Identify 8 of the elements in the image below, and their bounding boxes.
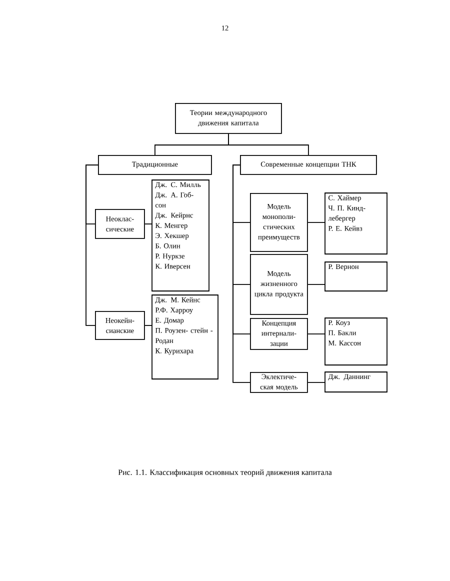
- connector-line: [307, 284, 326, 285]
- connector-line: [232, 164, 250, 383]
- connector-line: [144, 325, 152, 326]
- connector-line: [228, 133, 309, 156]
- caption: Рис. 1.1. Классификация основных теорий движения капитала: [118, 469, 332, 477]
- connector-line: [307, 222, 326, 223]
- connector-line: [86, 164, 98, 326]
- connector-line: [307, 382, 326, 383]
